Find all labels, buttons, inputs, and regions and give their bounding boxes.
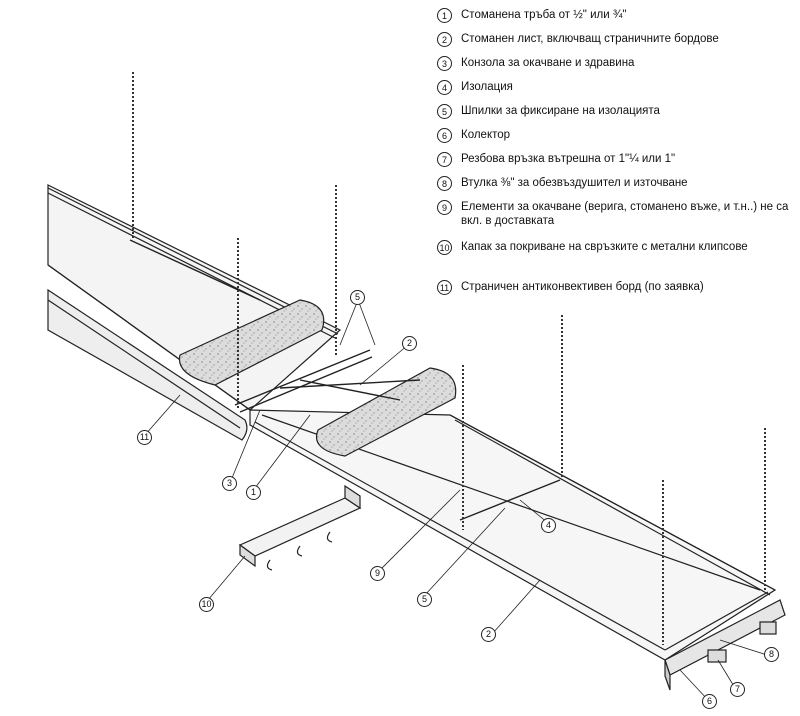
legend-item: 8 Втулка ⅜" за обезвъздушител и източван… bbox=[437, 176, 797, 200]
callout-10: 10 bbox=[199, 597, 214, 612]
legend-text: Страничен антиконвективен борд (по заявк… bbox=[461, 281, 704, 293]
legend-item: 4 Изолация bbox=[437, 80, 797, 104]
legend: 1 Стоманена тръба от ½" или ¾" 2 Стомане… bbox=[437, 8, 797, 304]
callout-1: 1 bbox=[246, 485, 261, 500]
callout-11: 11 bbox=[137, 430, 152, 445]
legend-item: 3 Конзола за окачване и здравина bbox=[437, 56, 797, 80]
legend-text: Елементи за окачване (верига, стоманено … bbox=[461, 201, 789, 227]
legend-text: Шпилки за фиксиране на изолацията bbox=[461, 105, 660, 117]
legend-item: 11 Страничен антиконвективен борд (по за… bbox=[437, 280, 797, 304]
legend-number: 4 bbox=[437, 80, 452, 95]
insulation-roll-left bbox=[178, 299, 325, 386]
callout-7: 7 bbox=[730, 682, 745, 697]
legend-text: Стоманена тръба от ½" или ¾" bbox=[461, 9, 627, 21]
legend-number: 5 bbox=[437, 104, 452, 119]
legend-number: 7 bbox=[437, 152, 452, 167]
legend-text: Колектор bbox=[461, 129, 511, 141]
side-board bbox=[47, 288, 248, 441]
legend-item: 7 Резбова връзка вътрешна от 1"¼ или 1" bbox=[437, 152, 797, 176]
callout-9: 9 bbox=[370, 566, 385, 581]
insulation-roll-right bbox=[316, 367, 457, 457]
callout-8: 8 bbox=[764, 647, 779, 662]
legend-number: 6 bbox=[437, 128, 452, 143]
connection-cover bbox=[238, 484, 362, 571]
legend-text: Капак за покриване на свръзките с металн… bbox=[461, 241, 748, 253]
hanging-chains bbox=[132, 72, 766, 645]
legend-text: Втулка ⅜" за обезвъздушител и източване bbox=[461, 177, 688, 189]
legend-number: 10 bbox=[437, 240, 452, 255]
legend-number: 9 bbox=[437, 200, 452, 215]
hanging-brackets bbox=[129, 239, 561, 521]
legend-text: Стоманен лист, включващ страничните борд… bbox=[461, 33, 719, 45]
legend-number: 8 bbox=[437, 176, 452, 191]
legend-number: 11 bbox=[437, 280, 452, 295]
legend-number: 1 bbox=[437, 8, 452, 23]
callout-6: 6 bbox=[702, 694, 717, 709]
legend-text: Конзола за окачване и здравина bbox=[461, 57, 635, 69]
legend-item: 10 Капак за покриване на свръзките с мет… bbox=[437, 240, 797, 280]
legend-number: 3 bbox=[437, 56, 452, 71]
callout-2-lower: 2 bbox=[481, 627, 496, 642]
legend-text: Резбова връзка вътрешна от 1"¼ или 1" bbox=[461, 153, 676, 165]
legend-item: 1 Стоманена тръба от ½" или ¾" bbox=[437, 8, 797, 32]
callout-5-upper: 5 bbox=[350, 290, 365, 305]
legend-item: 6 Колектор bbox=[437, 128, 797, 152]
callout-3: 3 bbox=[222, 476, 237, 491]
callout-4: 4 bbox=[541, 518, 556, 533]
legend-number: 2 bbox=[437, 32, 452, 47]
callout-2-upper: 2 bbox=[402, 336, 417, 351]
leader-lines bbox=[144, 299, 768, 701]
legend-text: Изолация bbox=[461, 81, 513, 93]
legend-item: 5 Шпилки за фиксиране на изолацията bbox=[437, 104, 797, 128]
legend-item: 9 Елементи за окачване (верига, стоманен… bbox=[437, 200, 797, 240]
collector bbox=[664, 599, 786, 691]
callout-5-lower: 5 bbox=[417, 592, 432, 607]
legend-item: 2 Стоманен лист, включващ страничните бо… bbox=[437, 32, 797, 56]
